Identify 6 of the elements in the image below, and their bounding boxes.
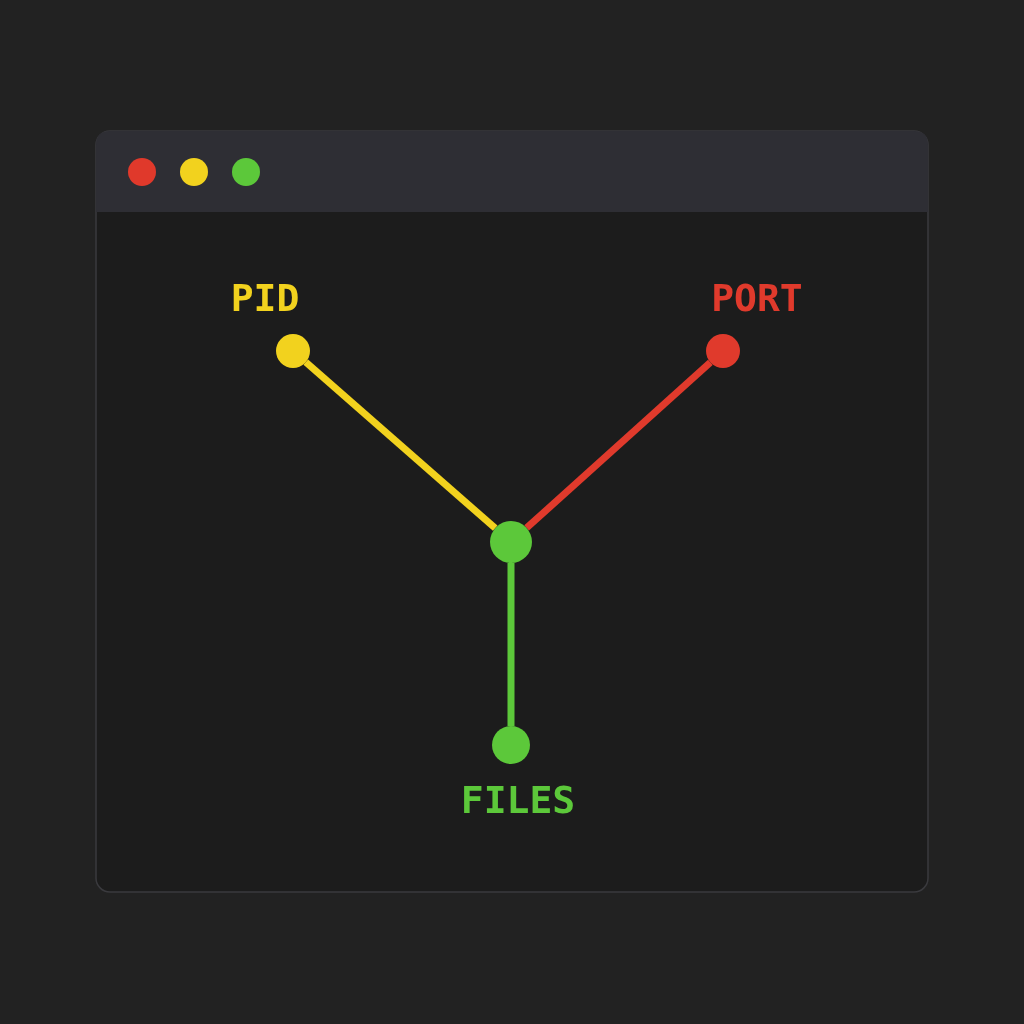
node-label: PID xyxy=(230,276,300,320)
node-label: FILES xyxy=(460,778,576,822)
connector-line xyxy=(507,563,515,726)
node-label: PORT xyxy=(711,276,803,320)
connector-line xyxy=(303,359,498,531)
connector-line xyxy=(524,359,713,531)
